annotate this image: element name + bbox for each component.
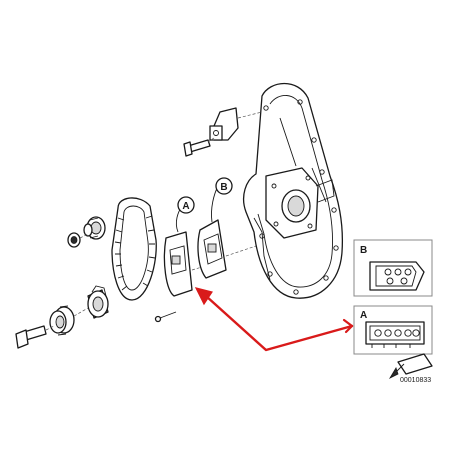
svg-text:B: B	[360, 245, 367, 256]
pointer-arrow-icon	[388, 353, 433, 379]
bracket-clip	[209, 107, 263, 141]
callout-a: A	[177, 196, 195, 214]
lower-pulley	[49, 305, 89, 336]
inset-b: B	[353, 239, 433, 297]
connector-b-plug-icon	[369, 261, 425, 291]
front-cover	[242, 83, 344, 299]
upper-pulley	[83, 216, 106, 240]
bracket-bolt	[183, 137, 215, 157]
toothed-belt	[111, 197, 157, 301]
upper-pulley-washer	[67, 232, 89, 248]
svg-text:A: A	[182, 201, 189, 212]
inset-a: A	[353, 305, 433, 355]
callout-b: B	[215, 177, 233, 195]
red-annotation-arrow	[194, 287, 354, 352]
lower-hub	[87, 285, 109, 319]
svg-text:A: A	[360, 310, 367, 321]
connector-a-plug-icon	[365, 321, 425, 348]
reference-number: 00010833	[400, 377, 431, 384]
small-screw	[154, 311, 177, 323]
central-bolt	[15, 325, 55, 349]
svg-text:B: B	[220, 182, 227, 193]
